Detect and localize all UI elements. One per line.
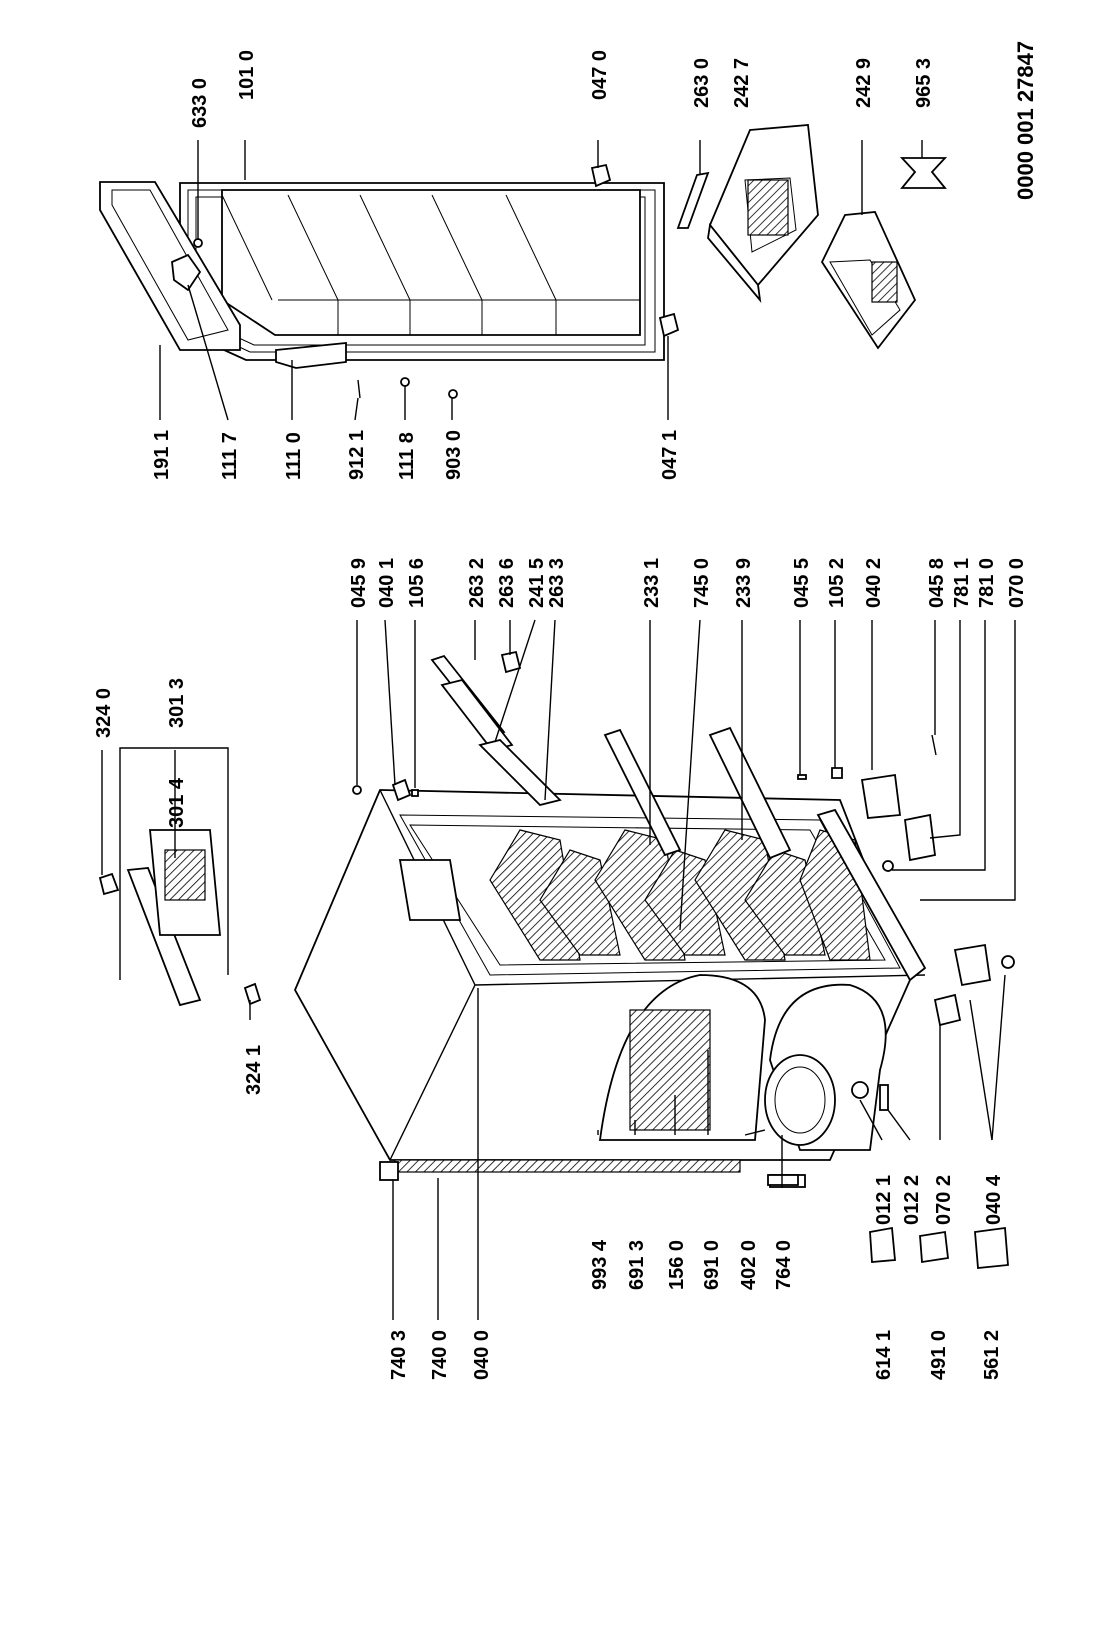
part-label: 045 8 [926, 558, 948, 608]
part-label: 012 2 [901, 1175, 923, 1225]
drawers [676, 124, 948, 350]
document-number: 0000 001 27847 [1013, 41, 1038, 200]
part-label: 764 0 [773, 1240, 795, 1290]
part-label: 111 8 [396, 432, 418, 480]
part-label: 691 3 [626, 1240, 648, 1290]
part-label: 105 6 [406, 558, 428, 608]
part-label: 191 1 [151, 430, 173, 480]
part-label: 993 4 [589, 1239, 611, 1290]
loose-parts [767, 943, 1015, 1269]
leader-lines [101, 140, 1016, 1320]
part-label: 781 1 [951, 558, 973, 608]
part-label: 561 2 [981, 1330, 1003, 1380]
part-label: 070 2 [933, 1175, 955, 1225]
part-label: 745 0 [691, 558, 713, 608]
part-label: 045 5 [791, 558, 813, 608]
wire-shelves [489, 829, 871, 961]
part-label: 040 2 [863, 558, 885, 608]
part-label: 012 1 [873, 1175, 895, 1225]
part-label: 156 0 [666, 1240, 688, 1290]
part-labels: 740 3 740 0 040 0 324 1 324 0 301 4 301 … [93, 41, 1038, 1380]
part-label: 263 0 [691, 58, 713, 108]
shelf-parts [352, 650, 937, 872]
part-label: 740 3 [388, 1330, 410, 1380]
part-label: 040 0 [471, 1330, 493, 1380]
part-label: 233 1 [641, 558, 663, 608]
part-label: 242 9 [853, 58, 875, 108]
part-label: 070 0 [1006, 558, 1028, 608]
part-label: 402 0 [738, 1240, 760, 1290]
part-label: 047 0 [589, 50, 611, 100]
top-parts [98, 829, 262, 1007]
part-label: 241 5 [526, 558, 548, 608]
part-label: 045 9 [348, 558, 370, 608]
part-label: 324 1 [243, 1045, 265, 1095]
part-label: 263 3 [546, 558, 568, 608]
part-label: 781 0 [976, 558, 998, 608]
part-label: 040 1 [376, 558, 398, 608]
part-label: 691 0 [701, 1240, 723, 1290]
part-label: 047 1 [659, 430, 681, 480]
part-label: 491 0 [928, 1330, 950, 1380]
door-assembly [99, 163, 680, 399]
part-label: 040 4 [983, 1174, 1005, 1225]
part-label: 263 6 [496, 558, 518, 608]
part-label: 111 7 [219, 432, 241, 480]
part-label: 912 1 [346, 430, 368, 480]
cabinet-body [293, 789, 927, 1188]
part-label: 233 9 [733, 558, 755, 608]
part-label: 633 0 [189, 78, 211, 128]
part-label: 965 3 [913, 58, 935, 108]
part-label: 301 3 [166, 678, 188, 728]
part-label: 242 7 [731, 58, 753, 108]
part-label: 101 0 [236, 50, 258, 100]
part-label: 324 0 [93, 688, 115, 738]
part-label: 111 0 [283, 432, 305, 480]
part-label: 263 2 [466, 558, 488, 608]
part-label: 105 2 [826, 558, 848, 608]
part-label: 740 0 [429, 1330, 451, 1380]
part-label: 614 1 [873, 1330, 895, 1380]
part-label: 903 0 [443, 430, 465, 480]
part-label: 301 4 [166, 777, 188, 828]
